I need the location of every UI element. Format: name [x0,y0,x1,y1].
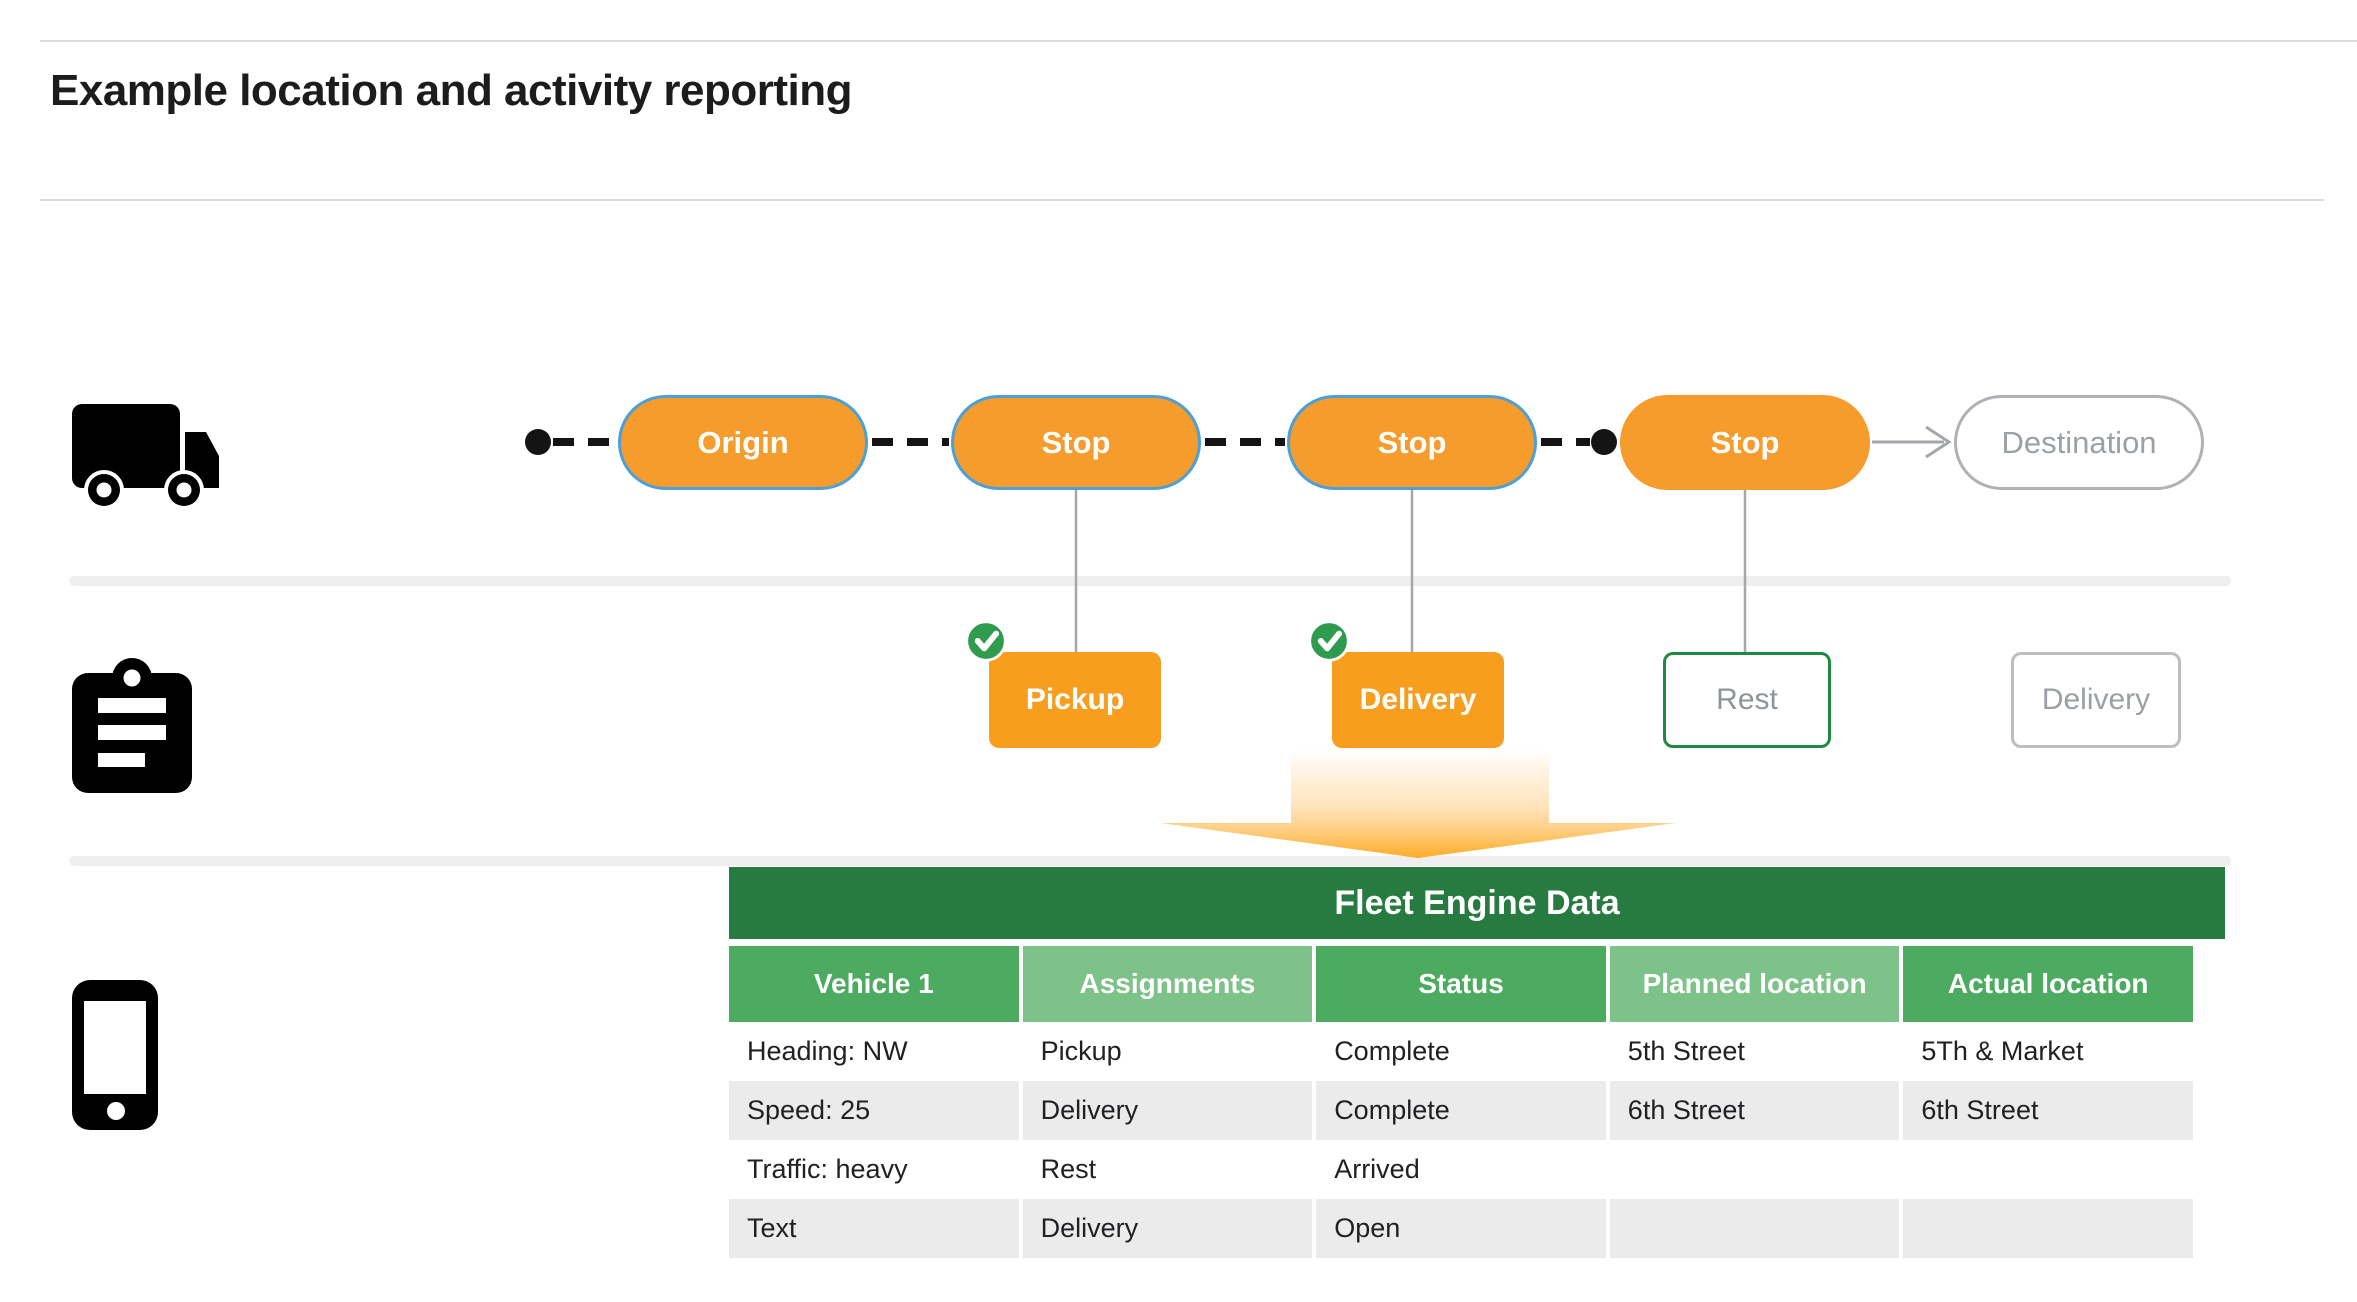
table-cell: Text [729,1199,1019,1258]
table-cell [1903,1199,2193,1258]
journey-node-stop-2: Stop [1287,395,1537,490]
table-cell [1609,1199,1900,1258]
table-cell: 5Th & Market [1903,1022,2193,1081]
table-cell: Open [1316,1199,1606,1258]
truck-icon [72,404,219,510]
arrow-right-head [1925,425,1952,459]
route-start-dot [525,429,551,455]
section-separator-2 [69,856,2231,866]
phone-icon [72,980,158,1130]
title-divider [40,199,2324,201]
table-cell: Pickup [1022,1022,1313,1081]
check-circle-icon [1308,620,1350,662]
table-cell: Speed: 25 [729,1081,1019,1140]
table-column-header: Planned location [1609,946,1900,1022]
table-cell: 6th Street [1609,1081,1900,1140]
table-grid: Vehicle 1 Assignments Status Planned loc… [729,946,2193,1258]
fleet-engine-table: Fleet Engine Data Vehicle 1 Assignments … [729,867,2225,1258]
table-cell: Complete [1316,1022,1606,1081]
activity-delivery-planned: Delivery [2011,652,2181,748]
journey-node-destination: Destination [1954,395,2204,490]
journey-node-stop-3: Stop [1620,395,1870,490]
table-cell: 6th Street [1903,1081,2193,1140]
journey-node-origin: Origin [618,395,868,490]
clipboard-icon [72,658,192,793]
top-divider [40,40,2357,42]
table-column-header: Assignments [1022,946,1313,1022]
section-separator-1 [69,576,2231,586]
page-title: Example location and activity reporting [50,66,853,115]
route-progress-dot [1591,429,1617,455]
table-column-header: Status [1316,946,1606,1022]
big-down-arrow-icon [1160,750,1676,858]
table-cell: Heading: NW [729,1022,1019,1081]
table-cell: Complete [1316,1081,1606,1140]
table-cell: Delivery [1022,1199,1313,1258]
table-title: Fleet Engine Data [729,867,2225,939]
table-column-header: Actual location [1903,946,2193,1022]
journey-node-stop-1: Stop [951,395,1201,490]
table-column-header: Vehicle 1 [729,946,1019,1022]
table-cell: 5th Street [1609,1022,1900,1081]
check-circle-icon [965,620,1007,662]
table-cell: Rest [1022,1140,1313,1199]
activity-rest: Rest [1663,652,1831,748]
table-cell [1903,1140,2193,1199]
table-cell: Arrived [1316,1140,1606,1199]
activity-delivery: Delivery [1332,652,1504,748]
activity-pickup: Pickup [989,652,1161,748]
table-cell: Traffic: heavy [729,1140,1019,1199]
table-cell [1609,1140,1900,1199]
table-cell: Delivery [1022,1081,1313,1140]
